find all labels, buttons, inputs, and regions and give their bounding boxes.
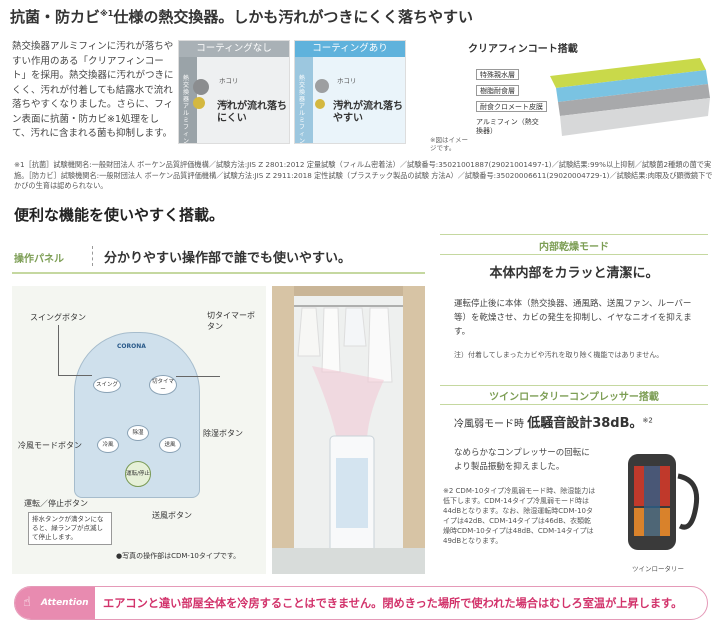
callout-fan: 送風ボタン xyxy=(152,511,192,520)
layer-label: 樹脂耐食層 xyxy=(476,85,519,96)
attention-banner: ☝ Attention エアコンと違い部屋全体を冷房することはできません。閉めき… xyxy=(14,586,708,620)
section-title: 便利な機能を使いやすく搭載。 xyxy=(14,206,225,224)
divider xyxy=(440,234,708,235)
oil-label: 油分 xyxy=(337,99,350,107)
layer-label: 耐食クロメート皮膜 xyxy=(476,101,547,112)
leader-line xyxy=(58,375,92,376)
panel-label: コーティングなし xyxy=(179,41,289,57)
operation-heading: 分かりやすい操作部で誰でも使いやすい。 xyxy=(104,251,352,266)
oil-blob xyxy=(193,97,205,109)
cool-button[interactable]: 冷風 xyxy=(97,437,119,453)
leader-line xyxy=(176,376,220,377)
dehumid-button[interactable]: 除湿 xyxy=(127,425,149,441)
internal-dry-title: 内部乾燥モード xyxy=(539,242,609,253)
swing-button[interactable]: スイング xyxy=(93,377,121,393)
room-photo-illustration xyxy=(272,286,425,574)
internal-dry-note: 注）付着してしまったカビや汚れを取り除く機能ではありません。 xyxy=(454,351,664,359)
indicator-area xyxy=(89,353,185,379)
fin-label: 熱交換器アルミフィン xyxy=(183,75,190,144)
operation-label: 操作パネル xyxy=(14,254,64,265)
brand-logo: CORONA xyxy=(117,343,146,350)
fin-label: 熱交換器アルミフィン xyxy=(299,75,306,144)
divider xyxy=(440,254,708,255)
compressor-image xyxy=(604,446,710,556)
divider xyxy=(440,404,708,405)
coating-title: クリアフィンコート搭載 xyxy=(468,44,578,55)
compressor-caption: ツインロータリー xyxy=(632,565,684,573)
panel-caption: 汚れが流れ落ちにくい xyxy=(217,101,287,124)
callout-power-note: 排水タンクが満タンになると、緑ランプが点滅して停止します。 xyxy=(28,512,112,545)
dust-label: ホコリ xyxy=(219,77,239,85)
compressor-note: ※2 CDM-10タイプ冷風弱モード時、除湿能力は低下します。CDM-14タイプ… xyxy=(443,487,596,545)
internal-dry-heading: 本体内部をカラッと清潔に。 xyxy=(489,266,659,281)
layer-resin xyxy=(556,70,708,102)
footnote-1: ※1［抗菌］試験機関名:一般財団法人 ボーケン品質評価機構／試験方法:JIS Z… xyxy=(14,160,713,190)
fan-button[interactable]: 送風 xyxy=(159,437,181,453)
layer-hydrophilic xyxy=(550,58,706,88)
timer-button[interactable]: 切タイマー xyxy=(149,375,177,395)
figure-note: ※図はイメージです。 xyxy=(430,136,468,152)
leader-line xyxy=(58,325,59,375)
callout-swing: スイングボタン xyxy=(30,313,86,322)
panel-without-coating: コーティングなし 熱交換器アルミフィン ホコリ 油分 汚れが流れ落ちにくい xyxy=(178,40,290,144)
layer-chromate xyxy=(558,84,710,116)
photo-note: ●写真の操作部はCDM-10タイプです。 xyxy=(116,552,241,560)
hand-icon: ☝ xyxy=(23,595,31,610)
fin-illustration xyxy=(295,57,313,143)
oil-blob xyxy=(315,99,325,109)
oil-label: 油分 xyxy=(219,99,232,107)
callout-timer: 切タイマーボタン xyxy=(207,311,255,331)
layer-aluminum xyxy=(560,98,710,136)
panel-with-coating: コーティングあり 熱交換器アルミフィン ホコリ 油分 汚れが流れ落ちやすい xyxy=(294,40,406,144)
callout-dehumid: 除湿ボタン xyxy=(203,429,243,438)
fin-illustration xyxy=(179,57,197,143)
coating-layers-diagram xyxy=(550,58,710,136)
power-button[interactable]: 運転/停止 xyxy=(125,461,151,487)
internal-dry-body: 運転停止後に本体（熱交換器、通風路、送風ファン、ルーバー等）を乾燥させ、カビの発… xyxy=(454,299,692,337)
layer-label: 特殊親水層 xyxy=(476,69,519,80)
control-panel-illustration: CORONA スイング 切タイマー 除湿 冷風 送風 運転/停止 xyxy=(74,332,200,498)
divider xyxy=(440,385,708,386)
compressor-spec: 冷風弱モード時 低騒音設計38dB。※2 xyxy=(454,416,653,431)
panel-caption: 汚れが流れ落ちやすい xyxy=(333,101,403,124)
attention-tag: ☝ Attention xyxy=(15,587,95,619)
dust-blob xyxy=(193,79,209,95)
divider xyxy=(92,246,93,266)
compressor-body: なめらかなコンプレッサーの回転により製品振動を抑えました。 xyxy=(454,448,590,472)
room-photo xyxy=(272,286,425,574)
callout-cool: 冷風モードボタン xyxy=(18,441,82,450)
dust-blob xyxy=(315,79,329,93)
feature-title: 抗菌・防カビ※1仕様の熱交換器。しかも汚れがつきにくく落ちやすい xyxy=(10,8,474,26)
intro-text: 熱交換器アルミフィンに汚れが落ちやすい作用のある「クリアフィンコート」を採用。熱… xyxy=(12,41,174,139)
panel-label: コーティングあり xyxy=(295,41,405,57)
divider xyxy=(12,272,425,274)
layer-label: アルミフィン（熱交換器） xyxy=(476,118,539,135)
dust-label: ホコリ xyxy=(337,77,357,85)
callout-power: 運転／停止ボタン xyxy=(24,499,88,508)
compressor-illustration xyxy=(628,454,700,550)
compressor-title: ツインロータリーコンプレッサー搭載 xyxy=(489,392,659,403)
attention-text: エアコンと違い部屋全体を冷房することはできません。閉めきった場所で使われた場合は… xyxy=(103,597,683,610)
